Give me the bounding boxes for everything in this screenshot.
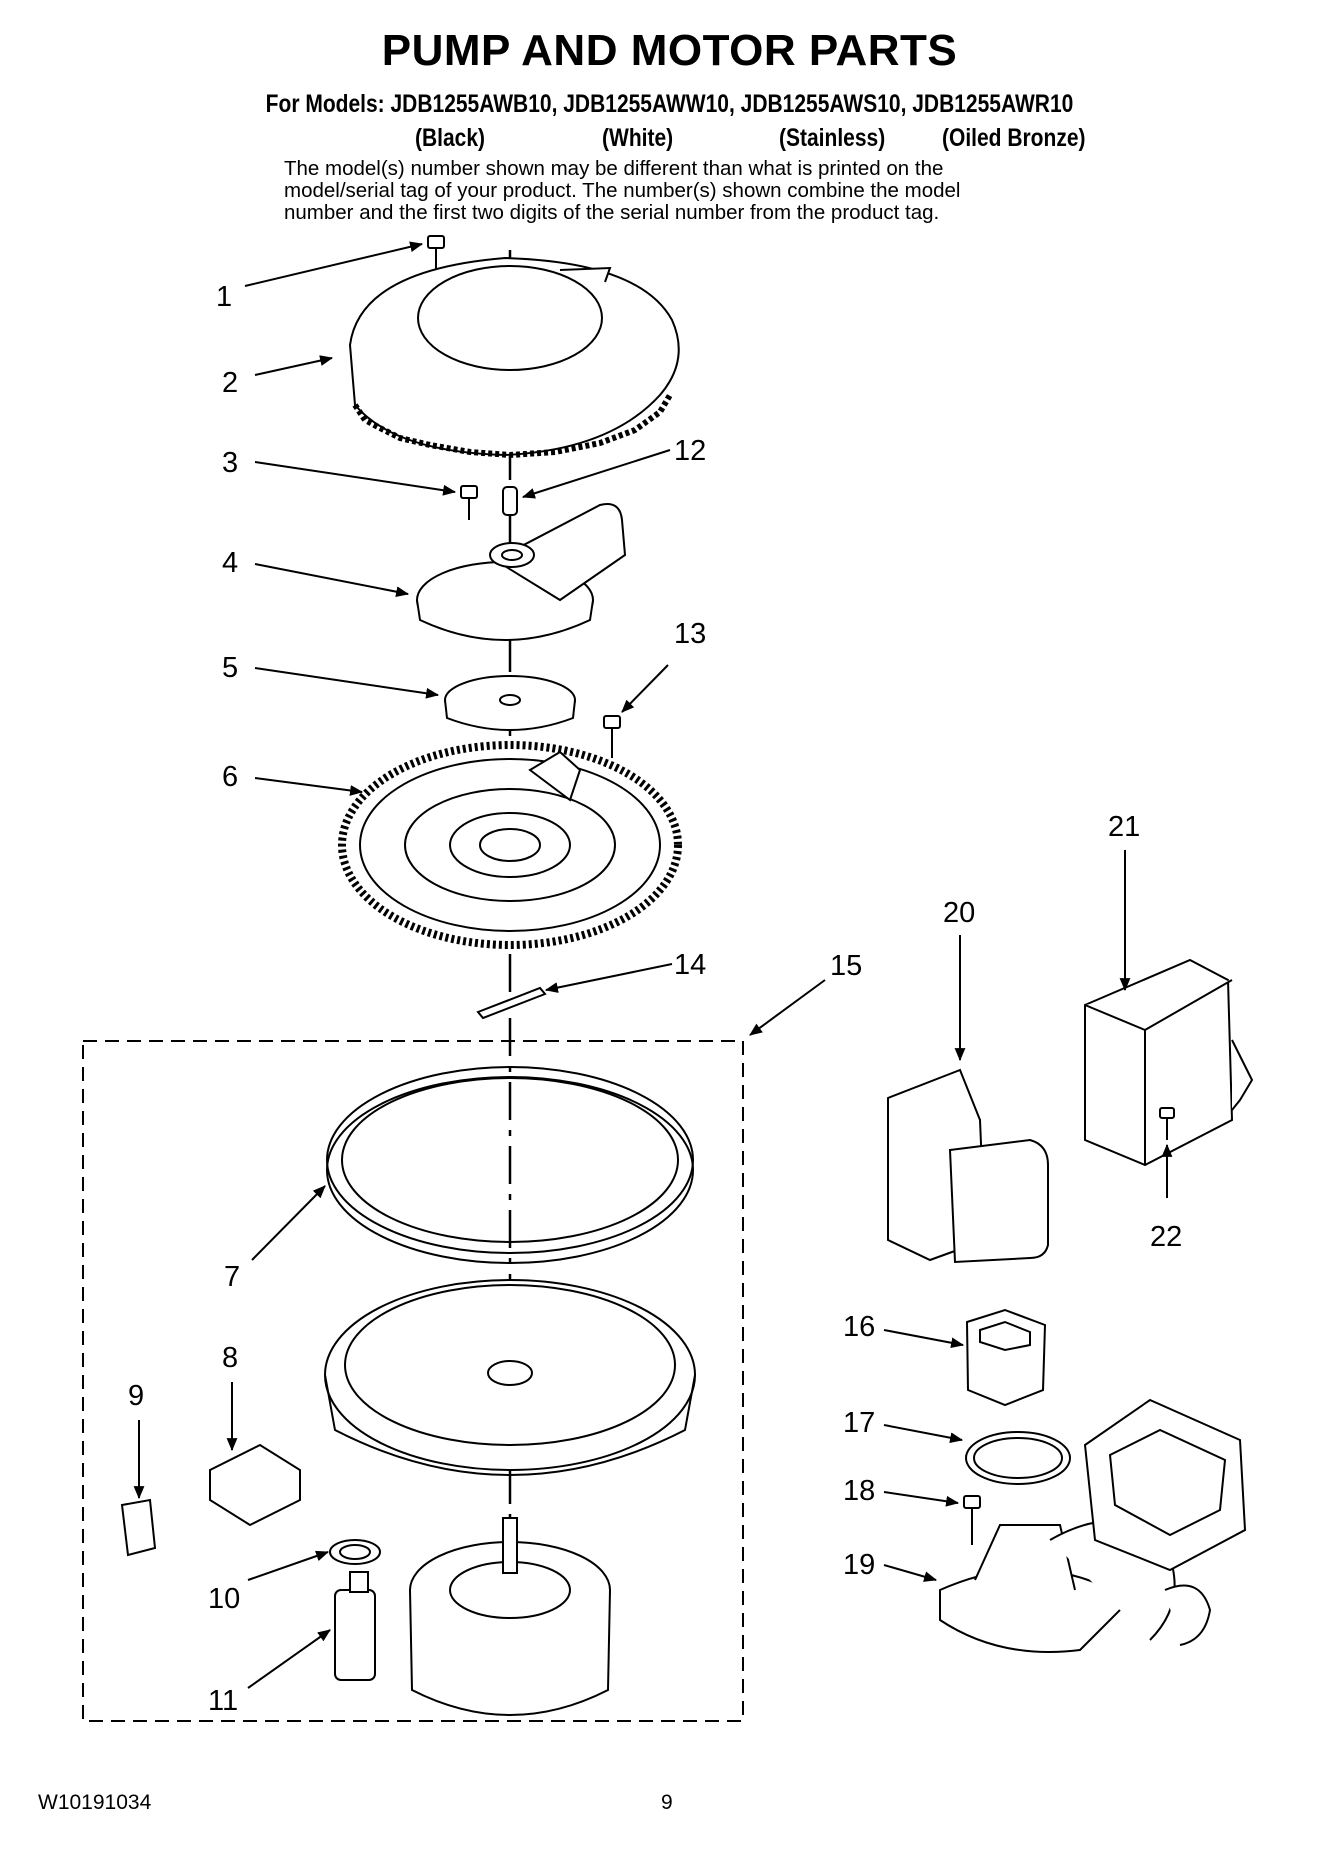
finish-white: (White) — [602, 124, 674, 152]
part-18-screw — [963, 1495, 981, 1545]
note-line-1: The model(s) number shown may be differe… — [284, 157, 944, 180]
part-15-motor-assembly-box — [82, 1040, 744, 1722]
part-10-o-ring — [329, 1539, 381, 1565]
callout-15: 15 — [830, 950, 862, 982]
part-20-bracket — [887, 1068, 1049, 1264]
finish-black: (Black) — [415, 124, 486, 152]
leader-lines — [133, 241, 1173, 1689]
finish-oiled-bronze: (Oiled Bronze) — [942, 124, 1086, 152]
callout-12: 12 — [674, 435, 706, 467]
part-4-pump-housing — [416, 503, 627, 641]
callout-13: 13 — [674, 618, 706, 650]
part-13-screw — [603, 715, 621, 758]
callout-10: 10 — [208, 1583, 240, 1615]
callout-17: 17 — [843, 1407, 875, 1439]
part-21-control-box — [1084, 958, 1254, 1167]
model-note: The model(s) number shown may be differe… — [284, 158, 1104, 224]
part-7-ring-seal — [326, 1066, 694, 1264]
callout-20: 20 — [943, 897, 975, 929]
part-3-screw — [460, 485, 478, 520]
callout-7: 7 — [224, 1261, 240, 1293]
note-line-2: model/serial tag of your product. The nu… — [284, 179, 961, 202]
callout-1: 1 — [216, 281, 232, 313]
models-line: For Models: JDB1255AWB10, JDB1255AWW10, … — [265, 90, 1074, 118]
part-1-screw — [427, 235, 445, 275]
callout-21: 21 — [1108, 811, 1140, 843]
part-19-drain-pump — [939, 1398, 1247, 1653]
part-8-bracket — [209, 1443, 301, 1527]
note-line-3: number and the first two digits of the s… — [284, 201, 940, 224]
callout-9: 9 — [128, 1380, 144, 1412]
part-5-impeller — [444, 675, 576, 731]
callout-numbers: 1 2 3 4 5 6 7 8 9 10 11 12 13 14 15 16 1… — [128, 281, 1182, 1717]
part-17-o-ring — [965, 1431, 1071, 1485]
finish-stainless: (Stainless) — [779, 124, 886, 152]
callout-4: 4 — [222, 547, 238, 579]
callout-5: 5 — [222, 652, 238, 684]
callout-14: 14 — [674, 949, 706, 981]
part-22-screw — [1159, 1107, 1175, 1140]
motor-mount-dish — [324, 1279, 696, 1476]
callout-6: 6 — [222, 761, 238, 793]
callout-3: 3 — [222, 447, 238, 479]
part-16-adapter — [965, 1308, 1047, 1407]
callout-16: 16 — [843, 1311, 875, 1343]
page-title: PUMP AND MOTOR PARTS — [381, 26, 958, 75]
callout-18: 18 — [843, 1475, 875, 1507]
part-14-seal — [476, 986, 547, 1020]
callout-19: 19 — [843, 1549, 875, 1581]
motor — [409, 1517, 611, 1716]
part-12-pin — [502, 486, 518, 516]
part-2-filter-cover — [348, 256, 680, 459]
callout-2: 2 — [222, 367, 238, 399]
part-9-clip — [120, 1498, 157, 1557]
doc-number: W10191034 — [38, 1791, 152, 1814]
part-11-sensor — [334, 1571, 376, 1681]
callout-22: 22 — [1150, 1221, 1182, 1253]
callout-11: 11 — [208, 1685, 238, 1717]
page-number: 9 — [661, 1791, 673, 1814]
part-6-pump-base — [338, 741, 682, 949]
callout-8: 8 — [222, 1342, 238, 1374]
